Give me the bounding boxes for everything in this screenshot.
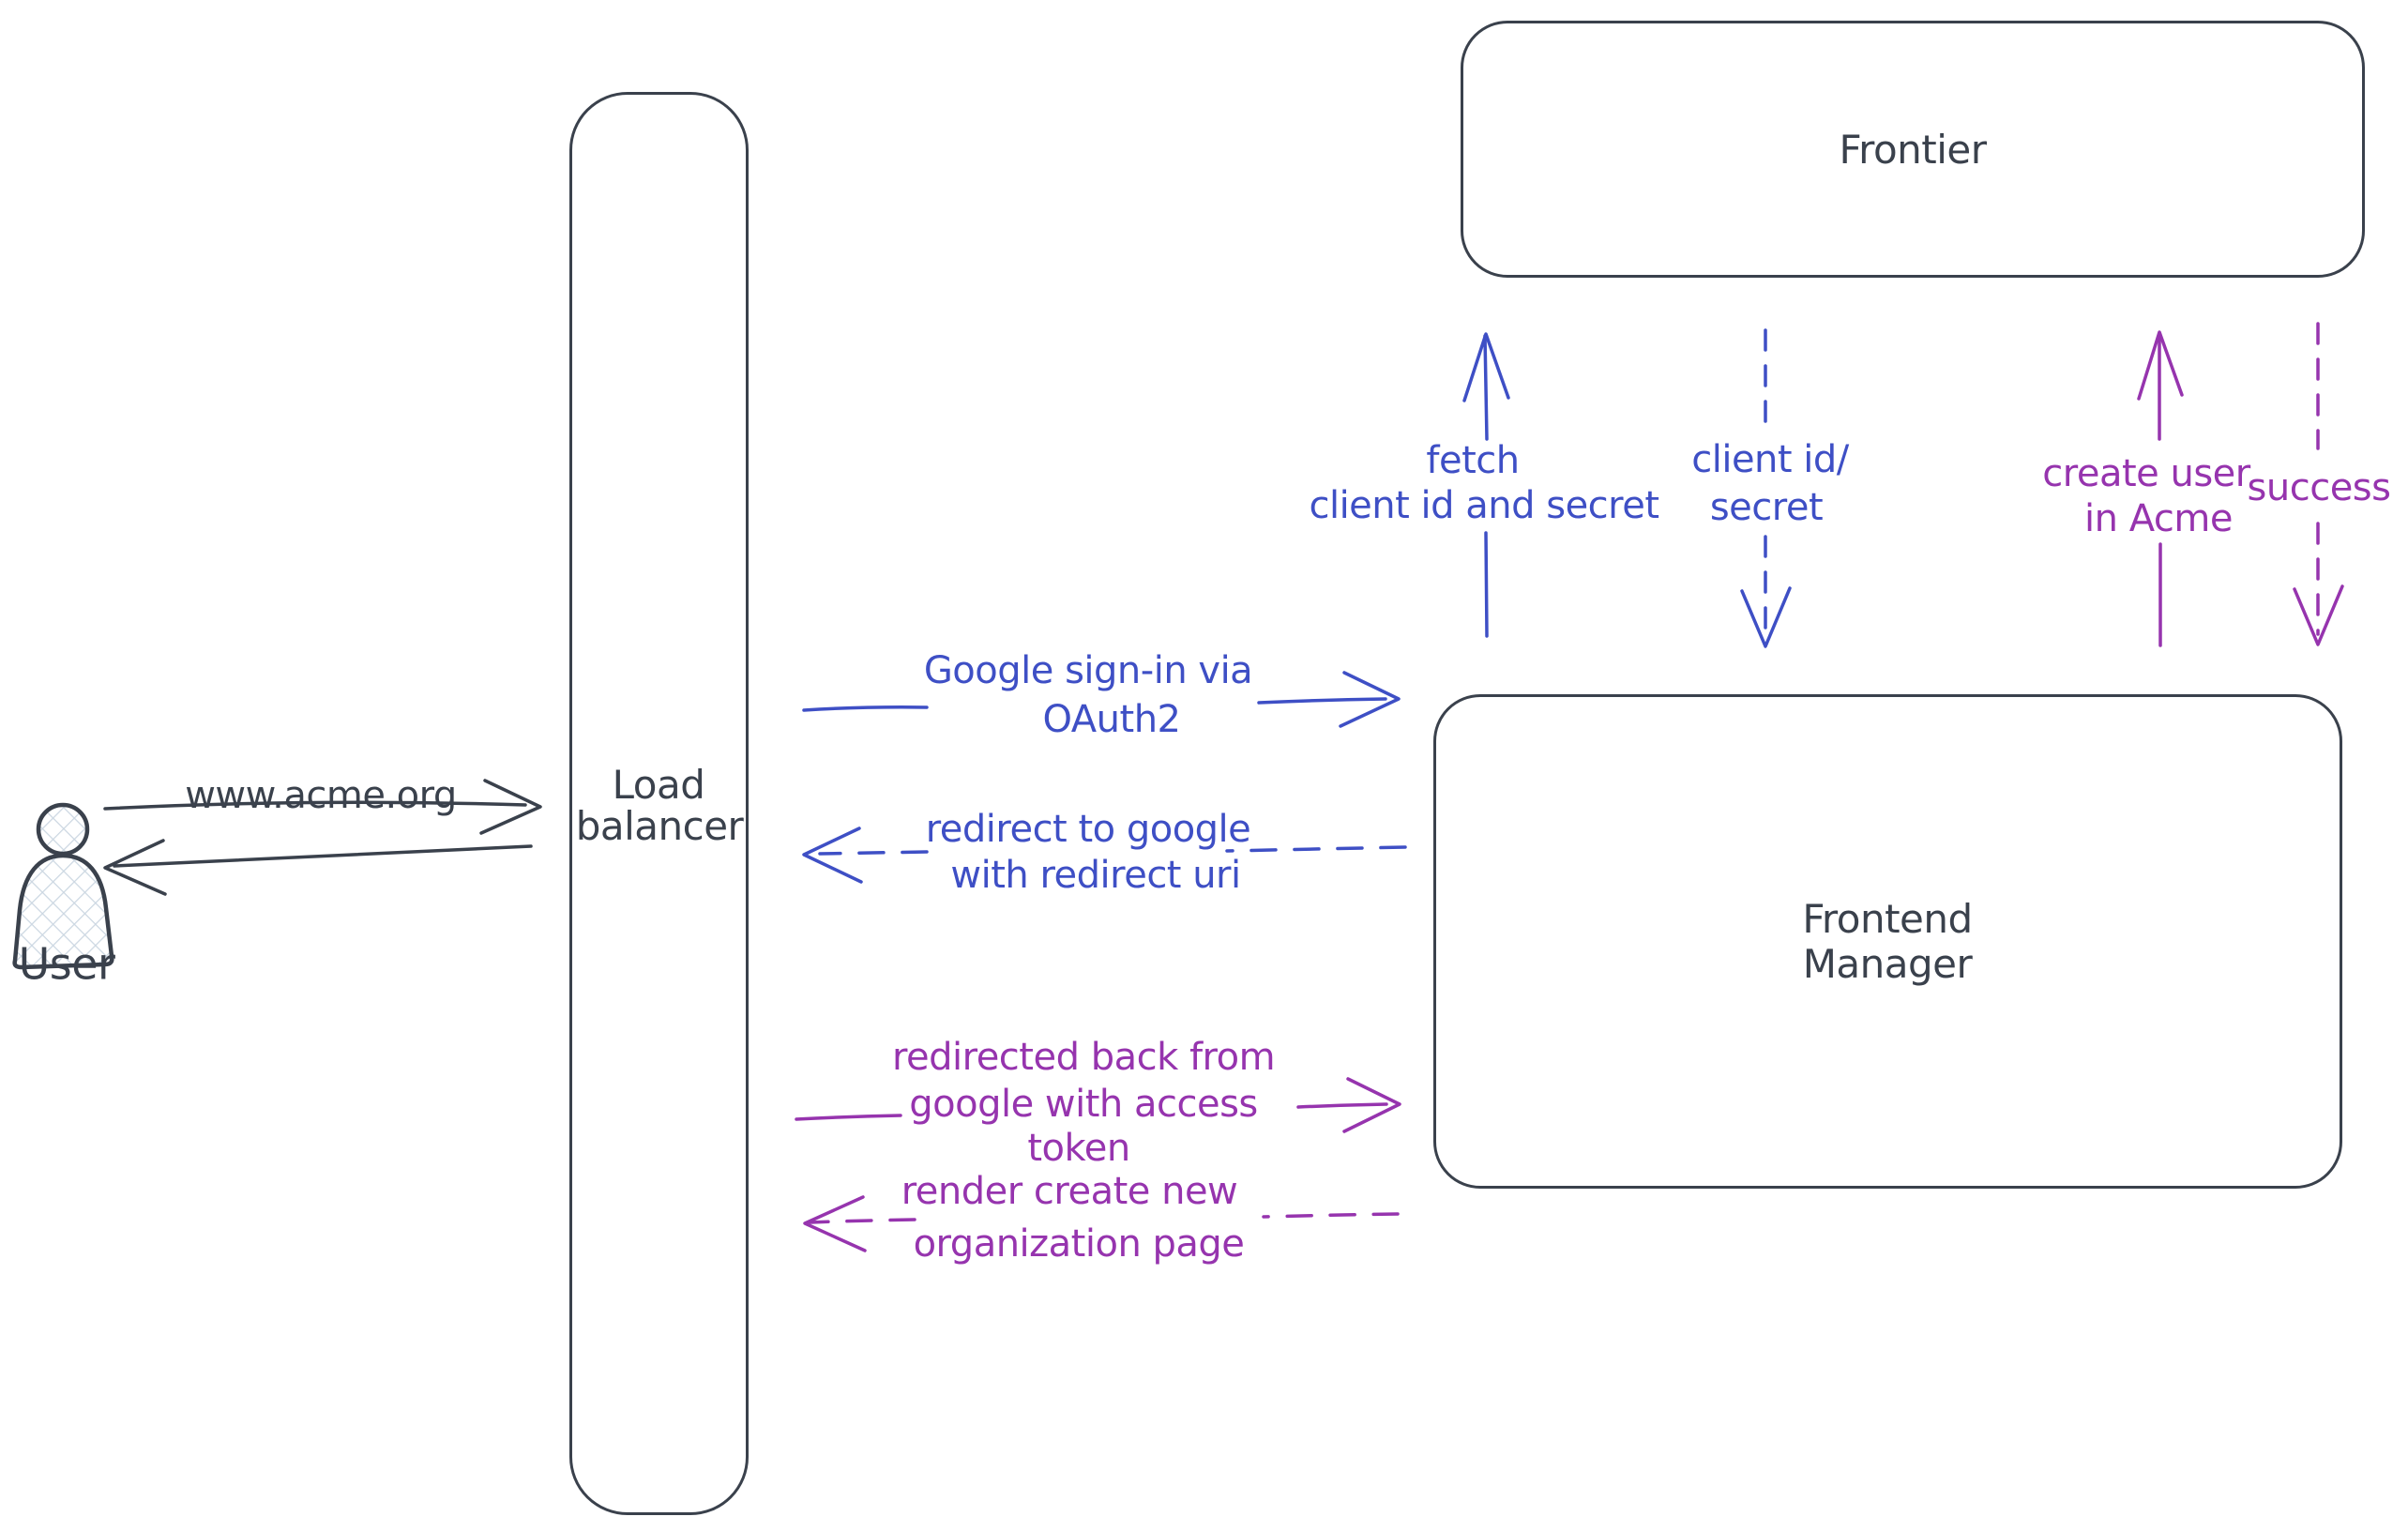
google-signin-label-line2: OAuth2 <box>1042 698 1181 741</box>
arrow-client-id-secret[interactable] <box>1740 328 1792 648</box>
load-balancer-label-line1: Load <box>612 761 705 808</box>
user-label: User <box>18 938 115 990</box>
load-balancer-node[interactable] <box>569 92 749 1515</box>
fetch-creds-label-line2: client id and secret <box>1309 484 1659 527</box>
create-user-label-line1: create user <box>2042 452 2250 495</box>
frontend-manager-label-line1: Frontend <box>1802 895 1973 942</box>
load-balancer-label-line2: balancer <box>575 802 744 849</box>
frontend-manager-node[interactable] <box>1433 694 2342 1189</box>
arrow-fetch-creds[interactable] <box>1462 332 1510 638</box>
google-signin-label-line1: Google sign-in via <box>923 649 1253 692</box>
user-icon[interactable] <box>12 802 114 970</box>
client-id-secret-label-line1: client id/ <box>1691 438 1849 481</box>
frontier-label: Frontier <box>1839 126 1987 173</box>
arrow-lb-response[interactable] <box>103 839 533 896</box>
redirected-back-label-line1: redirected back from <box>891 1036 1276 1079</box>
arrow-redirected-back[interactable] <box>795 1077 1401 1133</box>
render-org-page-label-line1: render create new <box>901 1170 1238 1213</box>
arrow-google-signin[interactable] <box>802 671 1401 728</box>
frontier-node[interactable] <box>1461 21 2365 278</box>
success-label: success <box>2247 466 2391 509</box>
redirect-to-google-label-line2: with redirect uri <box>950 854 1241 897</box>
redirect-to-google-label-line1: redirect to google <box>925 808 1251 851</box>
arrow-success[interactable] <box>2293 322 2344 646</box>
arrow-www-acme[interactable] <box>103 779 542 835</box>
client-id-secret-label-line2: secret <box>1709 486 1824 529</box>
www-acme-label: www.acme.org <box>185 774 457 817</box>
arrow-redirect-to-google[interactable] <box>802 827 1407 884</box>
render-org-page-label-line2: organization page <box>913 1222 1245 1266</box>
redirected-back-label-line3: token <box>1027 1127 1130 1170</box>
fetch-creds-label-line1: fetch <box>1426 439 1520 482</box>
redirected-back-label-line2: google with access <box>909 1083 1258 1126</box>
frontend-manager-label-line2: Manager <box>1802 940 1973 987</box>
arrow-render-org-page[interactable] <box>803 1195 1400 1252</box>
create-user-label-line2: in Acme <box>2084 497 2233 540</box>
arrow-create-user[interactable] <box>2137 330 2184 647</box>
